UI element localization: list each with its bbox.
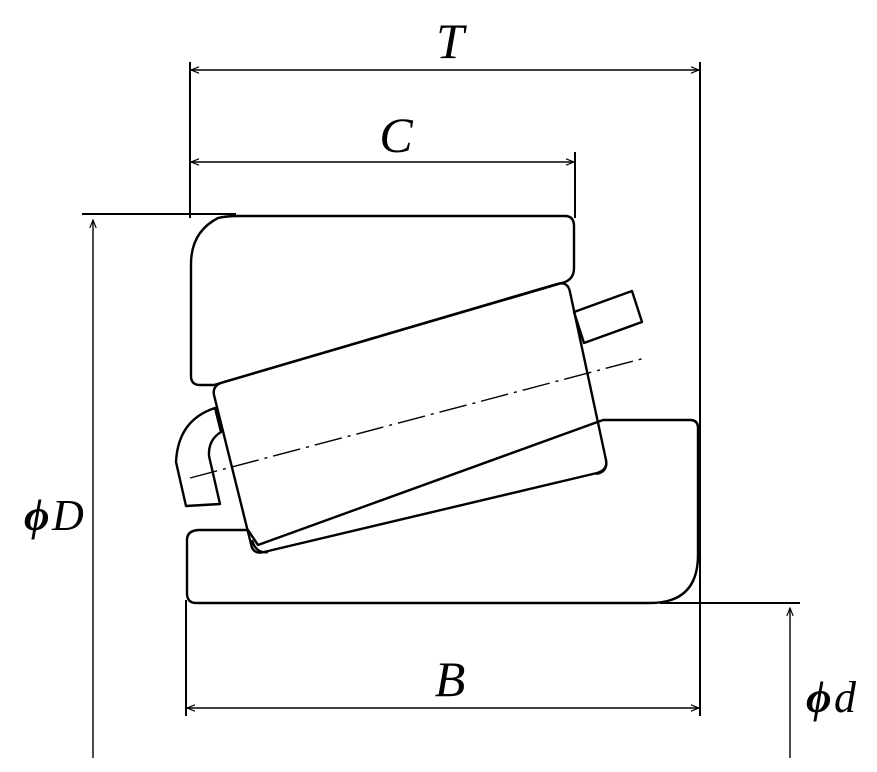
inner-ring <box>185 418 700 605</box>
tapered-roller <box>212 282 608 554</box>
cage-left-section <box>174 406 223 508</box>
roller-end-mark-right <box>595 459 608 476</box>
label-t: T <box>436 13 467 69</box>
label-b: B <box>435 651 466 707</box>
label-inner-dia-phi: ϕ <box>806 673 831 722</box>
label-inner-dia-letter: d <box>834 673 857 722</box>
cage-right-section <box>572 289 644 345</box>
roller-end-mark-bottom <box>250 539 269 554</box>
label-outer-dia-letter: D <box>51 491 84 540</box>
label-outer-dia-phi: ϕ <box>24 491 49 540</box>
label-c: C <box>379 107 413 163</box>
roller-center-line <box>189 357 646 479</box>
outer-ring <box>189 214 576 387</box>
